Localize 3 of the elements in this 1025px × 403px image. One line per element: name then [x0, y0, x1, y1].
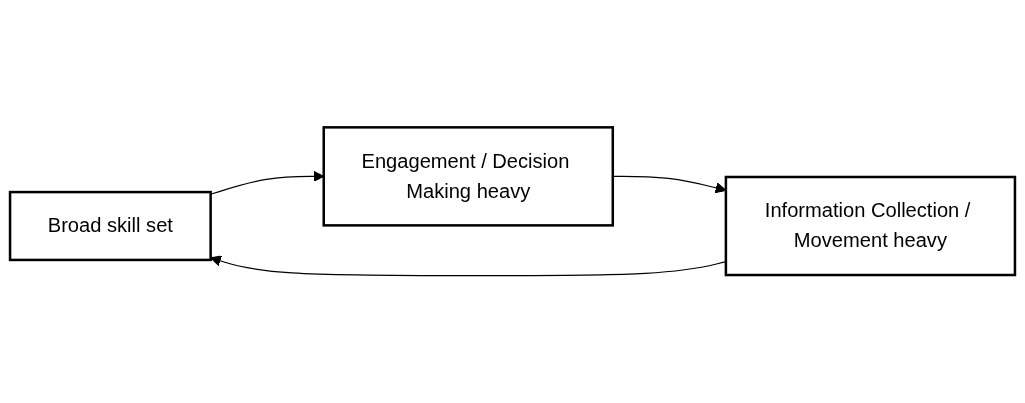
node-box: Information Collection / Movement heavy [724, 175, 1017, 277]
node-box: Broad skill set [8, 190, 212, 262]
node-box: Engagement / Decision Making heavy [322, 126, 615, 227]
